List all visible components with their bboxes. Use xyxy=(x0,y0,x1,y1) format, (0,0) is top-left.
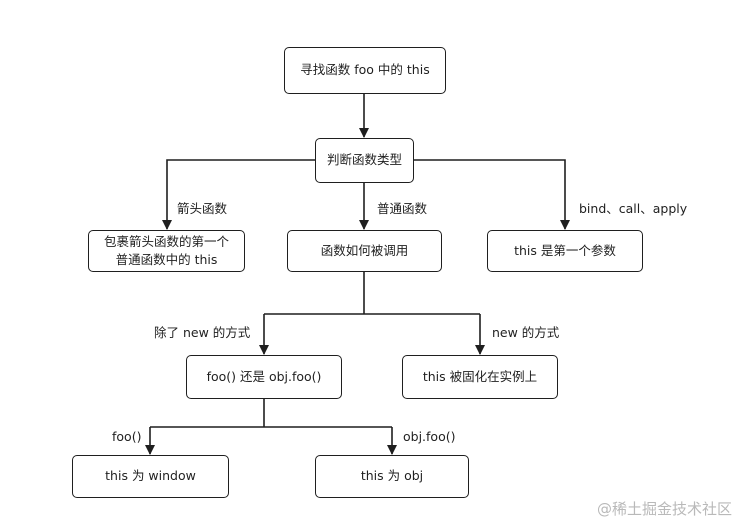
node-how-called: 函数如何被调用 xyxy=(287,230,442,272)
edge-label-arrow-function: 箭头函数 xyxy=(177,201,228,216)
node-arrow-fn-label: 包裹箭头函数的第一个 普通函数中的 this xyxy=(103,233,229,267)
edge-label-obj-foo-call: obj.foo() xyxy=(403,429,456,444)
node-foo-or-obj-foo: foo() 还是 obj.foo() xyxy=(186,355,342,399)
node-this-window: this 为 window xyxy=(72,455,229,498)
node-new-way-label: this 被固化在实例上 xyxy=(422,368,538,384)
edge-label-normal-function: 普通函数 xyxy=(377,201,428,216)
edge-label-bind-call-apply: bind、call、apply xyxy=(579,201,688,216)
node-bind-call-apply: this 是第一个参数 xyxy=(487,230,643,272)
node-start-label: 寻找函数 foo 中的 this xyxy=(300,62,430,78)
edge-judge-to-arrow-fn xyxy=(162,159,315,230)
edge-label-foo-call: foo() xyxy=(112,429,142,444)
node-bind-label: this 是第一个参数 xyxy=(514,242,616,258)
node-judge-label: 判断函数类型 xyxy=(326,152,402,168)
edge-judge-to-bind xyxy=(414,159,570,230)
node-arrow-function-this: 包裹箭头函数的第一个 普通函数中的 this xyxy=(88,230,245,272)
edge-label-not-new: 除了 new 的方式 xyxy=(154,325,251,340)
edge-label-new: new 的方式 xyxy=(492,325,560,340)
node-normal-fn-label: 函数如何被调用 xyxy=(320,242,409,258)
node-this-obj-label: this 为 obj xyxy=(360,468,424,484)
node-judge-function-type: 判断函数类型 xyxy=(315,138,414,183)
node-this-fixed-instance: this 被固化在实例上 xyxy=(402,355,558,399)
watermark: @稀土掘金技术社区 xyxy=(596,500,732,518)
node-this-obj: this 为 obj xyxy=(315,455,469,498)
node-this-window-label: this 为 window xyxy=(105,468,196,484)
node-not-new-label: foo() 还是 obj.foo() xyxy=(206,368,322,384)
node-start: 寻找函数 foo 中的 this xyxy=(284,47,446,94)
